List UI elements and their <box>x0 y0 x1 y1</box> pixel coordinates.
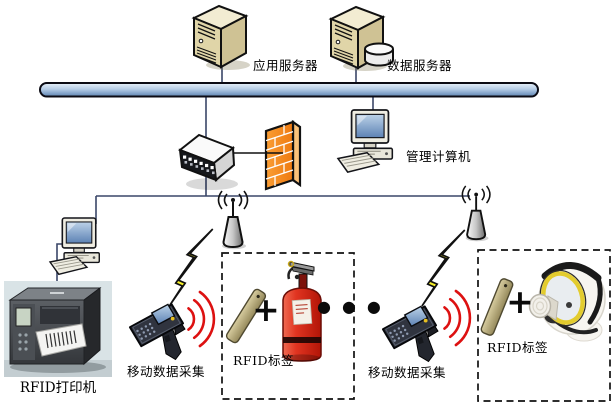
label-data-server: 数据服务器 <box>387 58 453 73</box>
tag-group-box-1 <box>221 252 355 400</box>
gas-mask-icon <box>528 262 606 342</box>
database-cylinder-icon <box>364 42 394 67</box>
radio-waves-1 <box>187 290 216 348</box>
firewall-icon <box>264 119 302 191</box>
rfid-printer-photo <box>4 281 112 377</box>
antenna-icon-1 <box>217 190 249 251</box>
antenna-icon-2 <box>461 184 491 243</box>
lightning-bolt-icon-2 <box>421 229 466 307</box>
fire-extinguisher-icon <box>282 260 322 362</box>
tag-group-box-2 <box>477 249 611 402</box>
handheld-reader-icon-1 <box>128 303 186 361</box>
backbone-bus <box>39 82 539 98</box>
lightning-bolt-icon-1 <box>169 228 214 306</box>
label-mobile-collector-2: 移动数据采集 <box>368 365 447 380</box>
label-mobile-collector-1: 移动数据采集 <box>127 364 206 379</box>
label-rfid-tag-2: RFID标签 <box>487 340 549 355</box>
ellipsis-dots: ●●● <box>317 297 392 316</box>
plus-sign-2: + <box>506 282 534 321</box>
label-rfid-printer: RFID打印机 <box>19 380 97 396</box>
radio-waves-2 <box>443 289 472 347</box>
switch-icon <box>177 133 238 190</box>
plus-sign-1: + <box>252 290 280 329</box>
application-server-icon <box>193 5 251 71</box>
label-management-computer: 管理计算机 <box>406 149 472 164</box>
label-application-server: 应用服务器 <box>253 58 319 73</box>
label-rfid-tag-1: RFID标签 <box>233 353 295 368</box>
management-computer-icon <box>337 109 394 173</box>
